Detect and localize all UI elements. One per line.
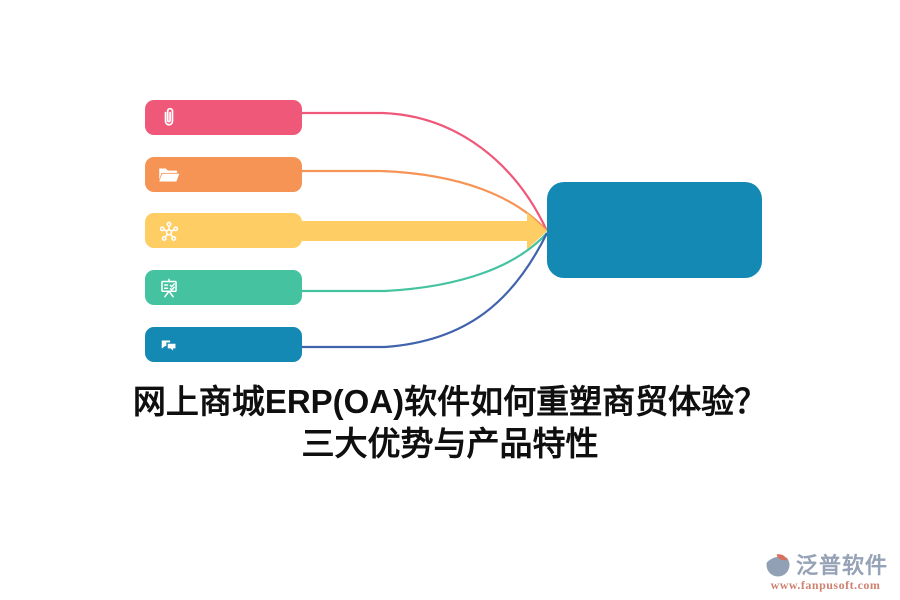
connector-curve-attachment [302,111,548,232]
central-target-box [547,182,762,278]
feature-bar-chat [145,327,302,362]
feature-bar-folder [145,157,302,192]
fanpu-logo: 泛普软件 www.fanpusoft.com [763,548,888,593]
logo-url-text: www.fanpusoft.com [770,578,881,592]
page-title: 网上商城ERP(OA)软件如何重塑商贸体验？ 三大优势与产品特性 [0,381,900,465]
chat-bubbles-icon [161,339,177,354]
feature-bar-presentation [145,270,302,305]
logo-brand-text: 泛普软件 [795,553,888,578]
connector-curve-chat [302,232,548,349]
fanpu-logo-mark-icon [765,552,792,577]
feature-bar-attachment [145,100,302,135]
connector-curve-presentation [302,232,548,293]
open-folder-icon [159,168,180,181]
presentation-board-icon [161,278,177,297]
network-hub-icon [159,221,179,241]
feature-bar-network [145,213,302,248]
connector-arrow-network [302,212,547,250]
title-line-2: 三大优势与产品特性 [301,425,599,462]
paperclip-icon [164,107,174,126]
connector-curve-folder [302,169,548,232]
title-line-1: 网上商城ERP(OA)软件如何重塑商贸体验？ [132,383,768,420]
